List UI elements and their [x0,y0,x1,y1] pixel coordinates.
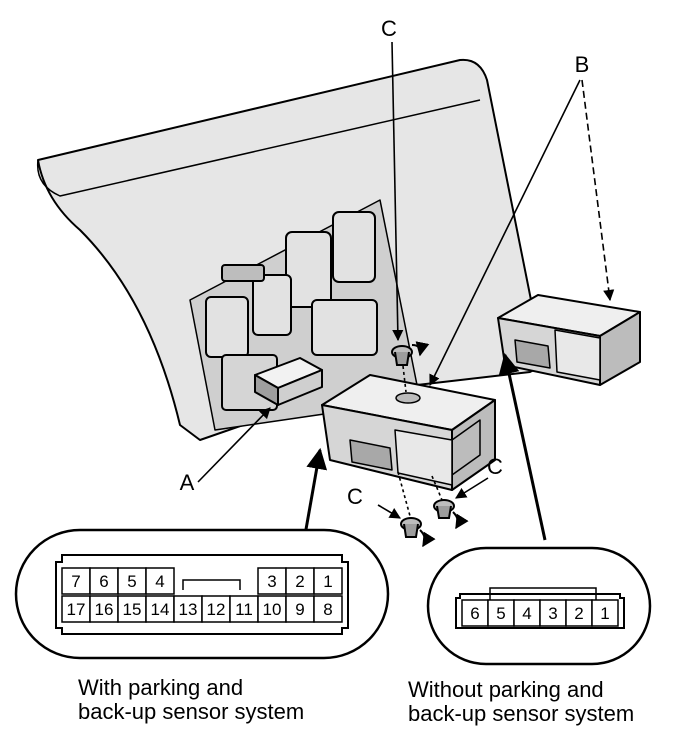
caption-6pin-line1: Without parking and [408,677,604,702]
arrow-to-17pin-connector [303,447,328,536]
pin-label: 15 [123,600,142,619]
pin-label: 13 [179,600,198,619]
pin-cell [487,599,515,627]
leader-c-right [455,477,489,499]
connector-arrows [303,352,547,541]
callout-c-right: C [487,454,503,479]
pin-label: 11 [235,600,253,619]
pin-label: 2 [574,604,583,623]
switch-assembly-17pin [321,374,496,491]
pin-cell [591,599,619,627]
arrow-to-6pin-connector [498,352,547,541]
screw-c-left [400,517,436,548]
pin-label: 7 [71,572,80,591]
caption-17pin: With parking and back-up sensor system [78,676,304,724]
callout-c-left: C [347,484,363,509]
pin-cell [257,567,287,595]
pin-label: 14 [151,600,170,619]
pin-label: 9 [295,600,304,619]
pin-label: 8 [323,600,332,619]
pin-label: 4 [155,572,164,591]
pin-label: 5 [496,604,505,623]
pin-cell [61,567,91,595]
callout-b: B [575,52,590,77]
pin-label: 12 [207,600,226,619]
pin-cell [117,595,147,623]
switch-assembly-6pin [497,294,641,386]
leader-a [197,407,271,483]
caption-17pin-line1: With parking and [78,675,244,700]
leader-b-main [429,79,581,387]
callout-a: A [180,470,195,495]
leader-b-right [581,79,615,302]
screw-axis-right [431,475,443,501]
leader-c-left [377,504,401,519]
caption-6pin: Without parking and back-up sensor syste… [408,678,634,726]
caption-17pin-line2: back-up sensor system [78,699,305,724]
screw-c-right [433,499,469,530]
pin-cell [313,595,343,623]
pin-cell [145,567,175,595]
pin-label: 5 [127,572,136,591]
leader-c-top [391,41,404,342]
pin-label: 3 [548,604,557,623]
pin-label: 6 [99,572,108,591]
screw-c-top [391,341,430,366]
pin-label: 4 [522,604,531,623]
pin-label: 17 [67,600,86,619]
pin-label: 3 [267,572,276,591]
pin-cell [257,595,287,623]
screw-axis-top [402,365,407,393]
screw-axis-left [397,471,411,517]
pin-cell [313,567,343,595]
caption-6pin-line2: back-up sensor system [408,701,635,726]
pin-cell [565,599,593,627]
pin-cell [89,567,119,595]
pin-label: 16 [95,600,114,619]
callout-c-top: C [381,16,397,41]
pin-label: 1 [600,604,609,623]
pin-label: 1 [323,572,332,591]
pin-cell [173,595,203,623]
switch-a [254,357,323,406]
pin-cell [285,567,315,595]
leader-lines [197,41,615,519]
pin-label: 10 [263,600,282,619]
pin-label: 2 [295,572,304,591]
pin-label: 6 [470,604,479,623]
